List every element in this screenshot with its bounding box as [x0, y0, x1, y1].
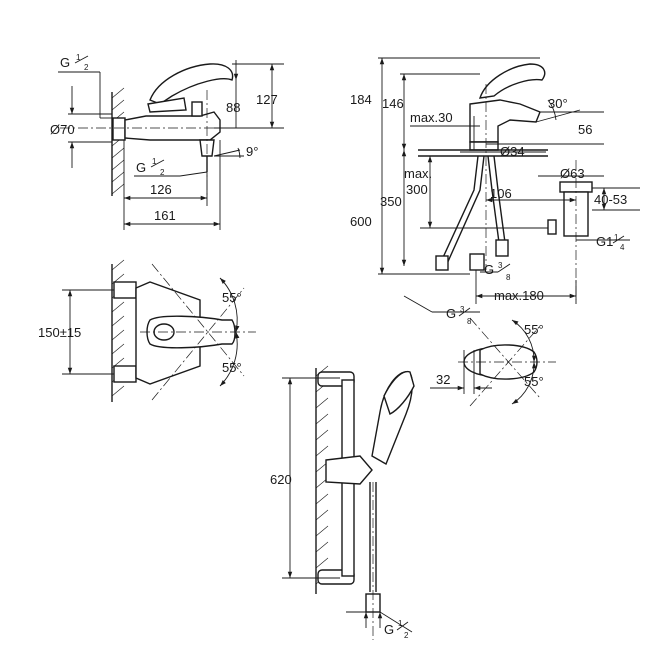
dim-600: 600: [350, 214, 372, 229]
shower-rail-view: 620 G 1 2: [270, 365, 415, 640]
thread-label: G: [136, 160, 146, 175]
diameter-70-label: Ø70: [50, 122, 75, 137]
dim-146: 146: [382, 96, 404, 111]
bath-mixer-side-view: G 1 2 Ø70 127 88 9° G 1 2 126: [50, 53, 284, 230]
dim-127: 127: [256, 92, 278, 107]
thread-g1-label: G1: [596, 234, 613, 249]
angle-55-top: 55°: [222, 290, 242, 305]
angle-30-label: 30°: [548, 96, 568, 111]
basin-mixer-side-view: 184 600 146 350 max. 300 max.30 30° 56 Ø…: [350, 57, 640, 326]
dim-126: 126: [150, 182, 172, 197]
angle-9-label: 9°: [246, 144, 258, 159]
thread-g38-label: G: [484, 262, 494, 277]
svg-text:3: 3: [460, 305, 465, 314]
angle-55-bottom: 55°: [524, 374, 544, 389]
svg-text:2: 2: [84, 63, 89, 72]
bath-mixer-front-view: 150±15 55° 55°: [38, 259, 256, 402]
svg-text:2: 2: [404, 631, 409, 640]
svg-text:1: 1: [398, 619, 403, 628]
svg-text:1: 1: [614, 233, 619, 242]
svg-text:1: 1: [76, 53, 81, 62]
dim-max-300-line2: 300: [406, 182, 428, 197]
svg-text:3: 3: [498, 261, 503, 270]
thread-g38-label: G: [446, 306, 456, 321]
angle-55-top: 55°: [524, 322, 544, 337]
dim-max-300-line1: max.: [404, 166, 432, 181]
dim-184: 184: [350, 92, 372, 107]
svg-text:1: 1: [152, 157, 157, 166]
dim-56: 56: [578, 122, 592, 137]
dim-161: 161: [154, 208, 176, 223]
angle-55-bottom: 55°: [222, 360, 242, 375]
dim-max-180: max.180: [494, 288, 544, 303]
dim-40-53: 40-53: [594, 192, 627, 207]
diameter-34-label: Ø34: [500, 144, 525, 159]
dim-620: 620: [270, 472, 292, 487]
dim-32: 32: [436, 372, 450, 387]
basin-mixer-top-view: 55° 55° 32: [430, 317, 556, 407]
svg-text:8: 8: [506, 273, 511, 282]
svg-text:8: 8: [467, 317, 472, 326]
dim-350: 350: [380, 194, 402, 209]
dim-106: 106: [490, 186, 512, 201]
svg-text:4: 4: [620, 243, 625, 252]
dim-max-30: max.30: [410, 110, 453, 125]
svg-text:2: 2: [160, 168, 165, 177]
thread-label: G: [384, 622, 394, 637]
dim-150-tolerance: 150±15: [38, 325, 81, 340]
diameter-63-label: Ø63: [560, 166, 585, 181]
thread-label: G: [60, 55, 70, 70]
dim-88: 88: [226, 100, 240, 115]
